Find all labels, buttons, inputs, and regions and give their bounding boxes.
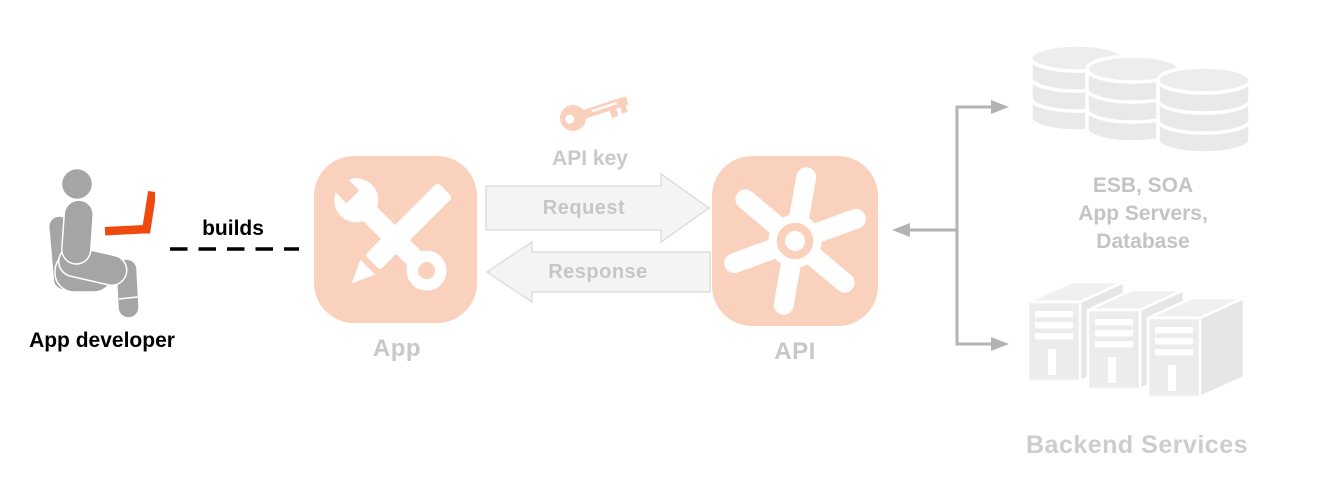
app-icon <box>314 156 477 323</box>
api-icon <box>712 156 878 326</box>
laptop-icon <box>104 190 155 236</box>
builds-label: builds <box>202 217 264 240</box>
key-icon <box>560 96 629 131</box>
request-arrow-label: Request <box>542 196 626 219</box>
request-arrow: Request <box>485 172 711 244</box>
server-stack-icon <box>1026 280 1246 399</box>
builds-dashed-line <box>170 247 299 251</box>
branching-arrows-icon <box>892 100 1009 351</box>
left-block-arrow-icon <box>485 241 711 304</box>
api-label: API <box>774 338 816 365</box>
api-pinwheel-gear-icon <box>724 167 866 315</box>
response-arrow: Response <box>485 241 711 304</box>
datastores-label: ESB, SOA App Servers, Database <box>1038 172 1248 256</box>
seated-developer-laptop-icon <box>47 167 155 319</box>
app-developer-label: App developer <box>29 329 175 352</box>
wrench-and-pencil-icon <box>328 172 452 291</box>
datastores-label-line3: Database <box>1096 230 1190 253</box>
datastores-label-line2: App Servers, <box>1078 202 1208 225</box>
response-arrow-label: Response <box>548 261 648 283</box>
backend-services-label: Backend Services <box>1025 431 1249 459</box>
api-key-label: API key <box>552 147 628 170</box>
right-block-arrow-icon <box>485 172 711 244</box>
app-label: App <box>372 335 422 362</box>
datastores-label-line1: ESB, SOA <box>1092 174 1194 197</box>
database-stack-icon <box>1029 43 1252 155</box>
